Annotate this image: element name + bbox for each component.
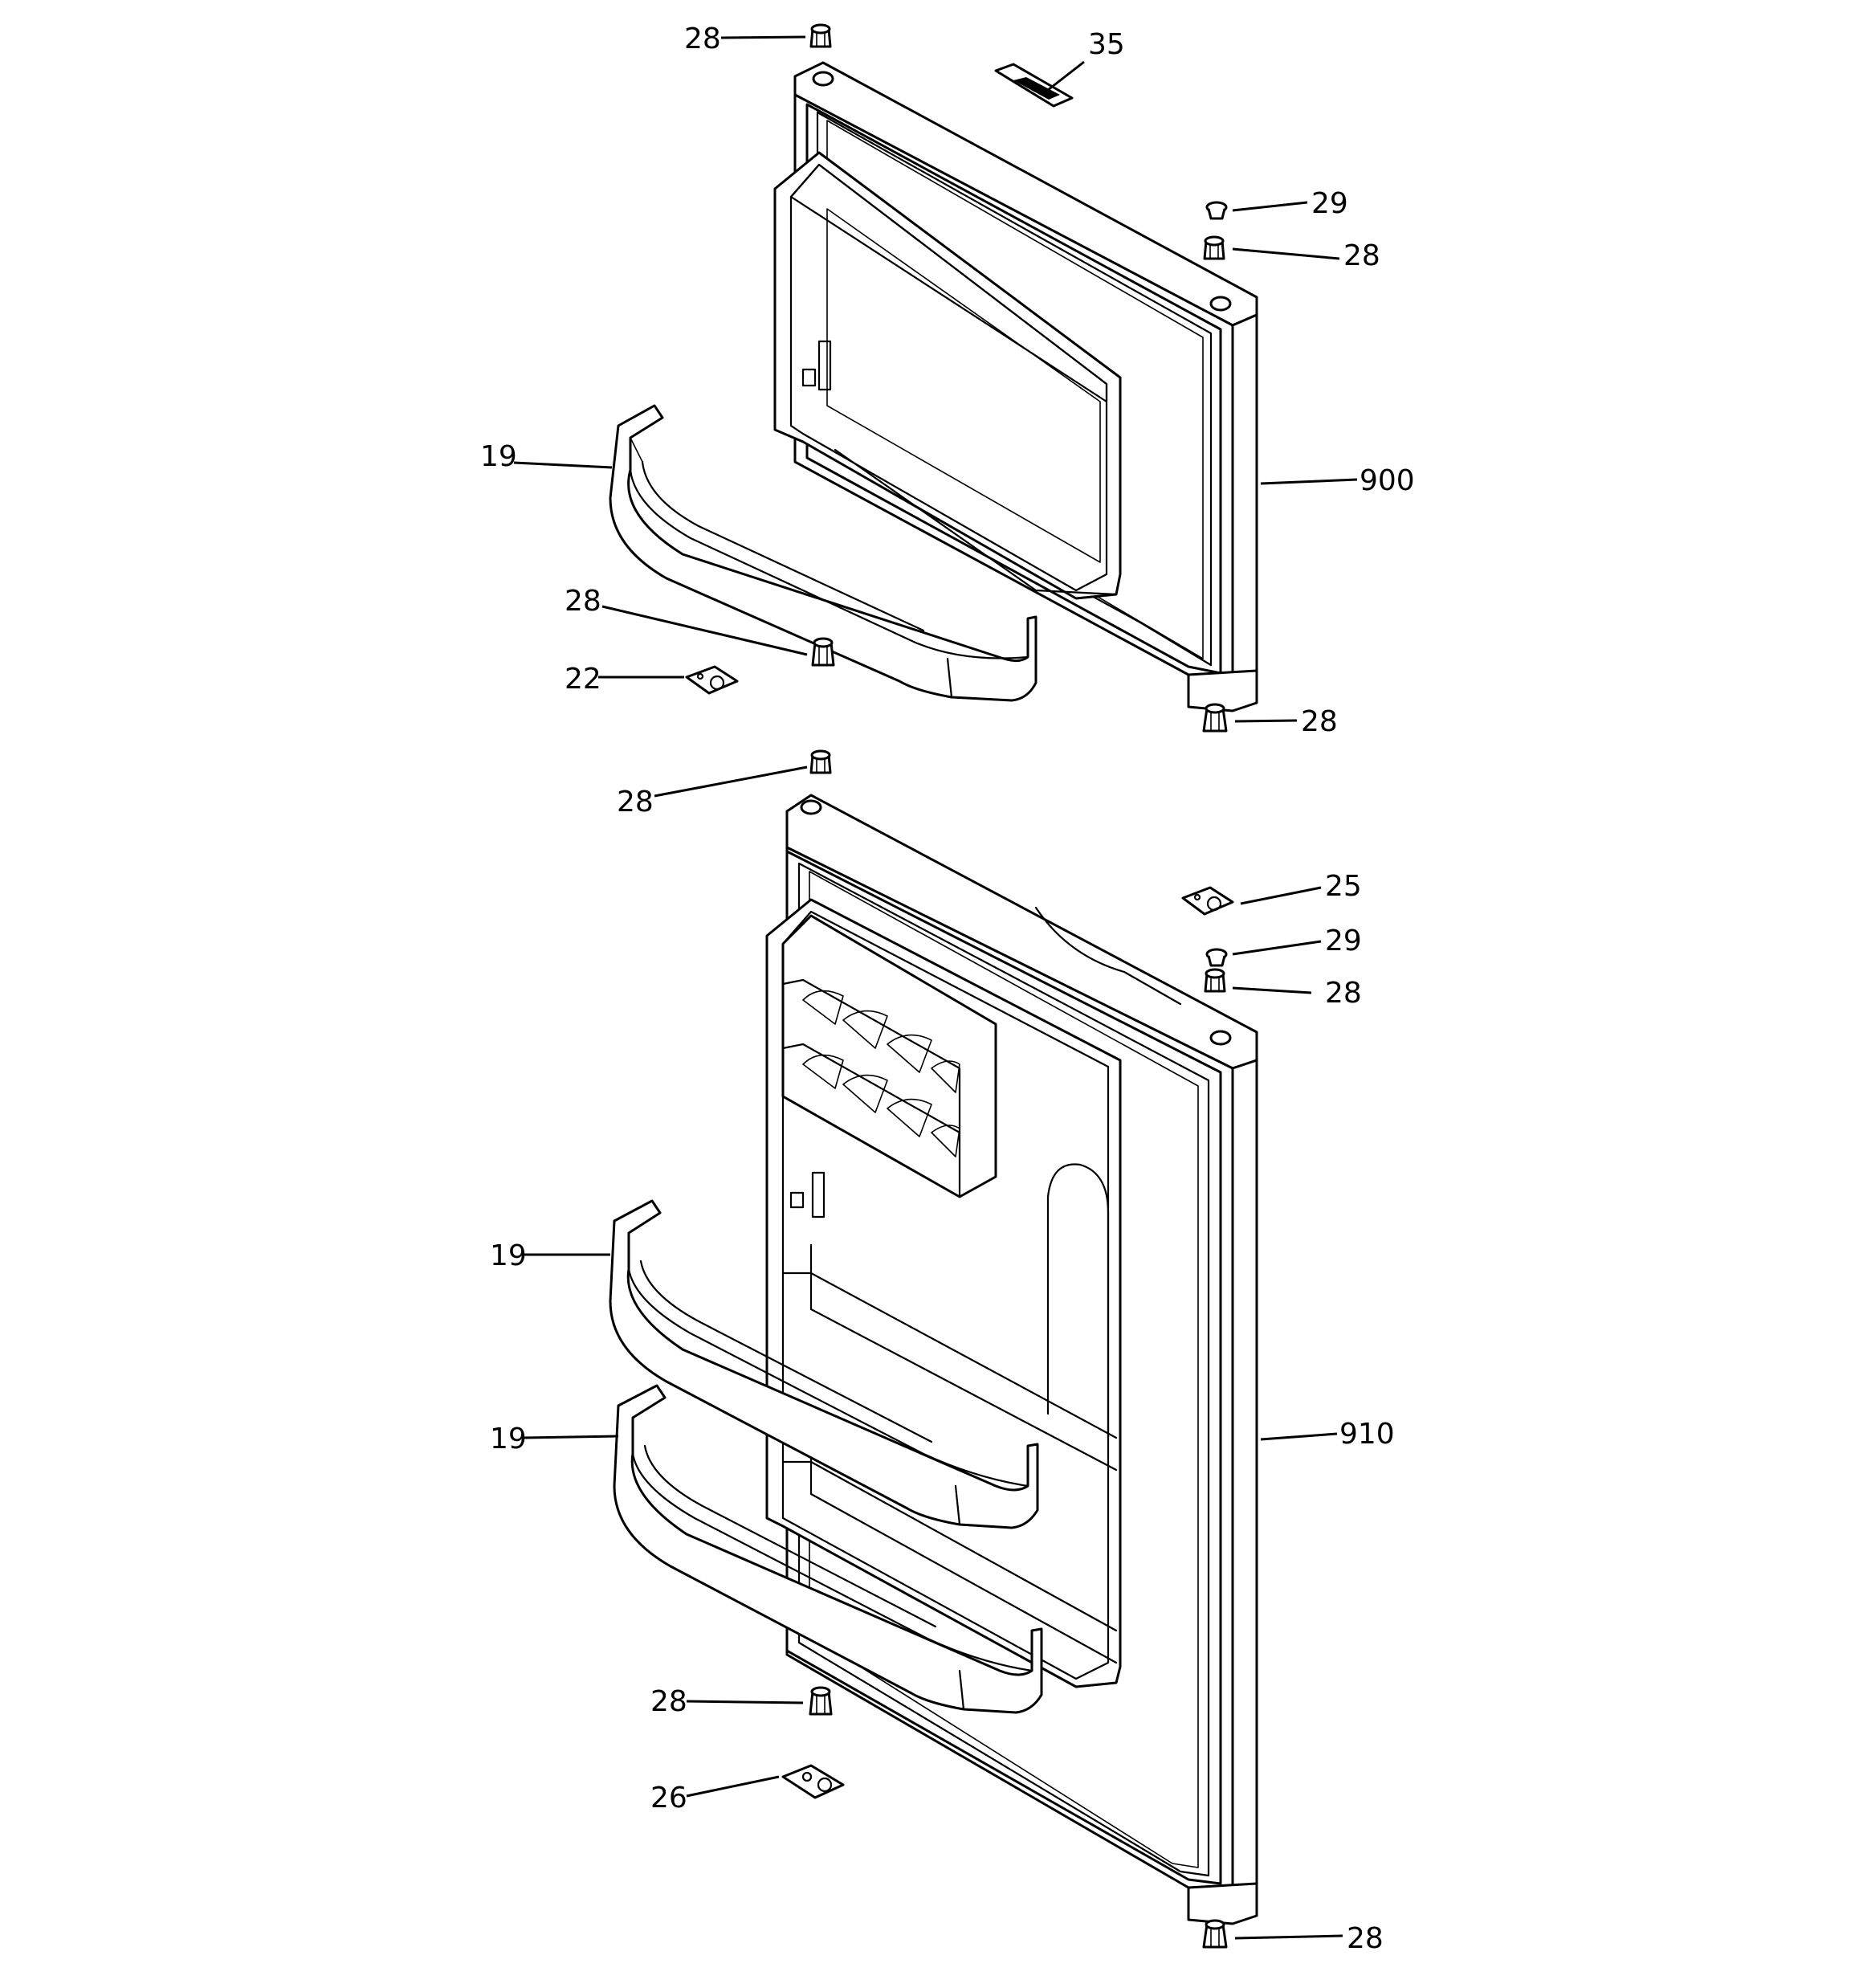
callout-28-top-left: 28 — [684, 22, 721, 55]
callout-25: 25 — [1325, 870, 1362, 903]
bushing-icon — [1202, 703, 1228, 733]
cap-icon — [1205, 948, 1228, 967]
bushing-icon — [811, 637, 835, 667]
callout-28-freezer-bottom-right: 28 — [1301, 705, 1338, 738]
callout-900: 900 — [1360, 464, 1415, 497]
callout-35: 35 — [1088, 28, 1125, 61]
hinge-plate-icon — [685, 665, 739, 695]
callout-22: 22 — [565, 663, 601, 696]
callout-26: 26 — [650, 1782, 687, 1815]
callout-28-fresh-bottom-right: 28 — [1347, 1922, 1384, 1955]
callout-19-fresh-shelf-upper: 19 — [490, 1239, 527, 1272]
bushing-icon — [1203, 235, 1225, 260]
leader-lines — [513, 35, 1358, 1940]
callout-910: 910 — [1339, 1418, 1395, 1451]
callout-28-freezer-lower: 28 — [565, 585, 601, 618]
callout-29-upper: 29 — [1311, 187, 1348, 220]
bushing-icon — [809, 23, 832, 48]
cap-icon — [1205, 201, 1228, 220]
label-plate — [994, 63, 1074, 108]
callout-28-fresh-top-left: 28 — [617, 786, 654, 818]
egg-cups — [802, 990, 960, 1157]
freezer-door-assembly — [773, 61, 1258, 712]
bushing-icon — [1202, 1919, 1228, 1949]
callout-28-fresh-lower: 28 — [650, 1685, 687, 1718]
fresh-food-door-shelf-upper — [609, 1199, 1039, 1529]
callout-29-lower: 29 — [1325, 925, 1362, 957]
callout-19-fresh-shelf-lower: 19 — [490, 1423, 527, 1455]
hinge-plate-icon — [781, 1764, 845, 1799]
fresh-food-door-shelf-lower — [613, 1384, 1043, 1714]
callout-labels: 28 35 29 28 19 900 28 22 28 28 25 29 28 … — [480, 22, 1415, 1955]
bushing-icon — [1204, 968, 1226, 993]
callout-28-fresh-upper-right: 28 — [1325, 977, 1362, 1010]
fresh-food-door-assembly — [765, 794, 1258, 1925]
bushing-icon — [809, 749, 832, 774]
callout-19-freezer-shelf: 19 — [480, 440, 517, 473]
bushing-icon — [809, 1686, 833, 1716]
callout-28-upper-right: 28 — [1343, 239, 1380, 272]
hinge-plate-icon — [1181, 886, 1234, 916]
